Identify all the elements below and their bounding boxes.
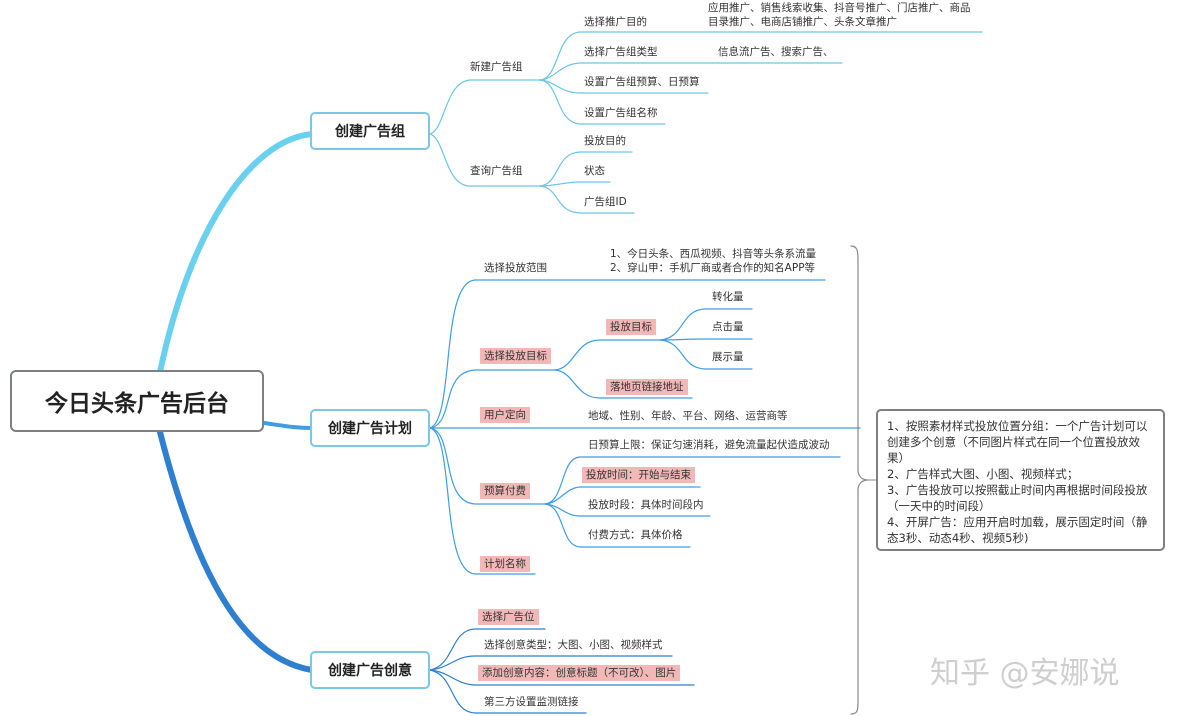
- node-create-ad-group[interactable]: 创建广告组: [310, 112, 430, 150]
- purpose-detail-line1: 应用推广、销售线索收集、抖音号推广、门店推广、商品: [708, 2, 971, 14]
- note-line-3: 3、广告投放可以按照截止时间内再根据时间段投放（一天中的时间段）: [887, 483, 1148, 513]
- note-line-2: 2、广告样式大图、小图、视频样式；: [887, 467, 1079, 481]
- node-query-purpose[interactable]: 投放目的: [584, 135, 626, 147]
- node-query-group-id[interactable]: 广告组ID: [584, 196, 627, 208]
- note-line-1: 1、按照素材样式投放位置分组：一个广告计划可以创建多个创意（不同图片样式在同一个…: [887, 419, 1148, 465]
- node-daily-cap[interactable]: 日预算上限：保证匀速消耗，避免流量起伏造成波动: [588, 439, 830, 451]
- node-select-scope[interactable]: 选择投放范围: [484, 262, 547, 274]
- node-new-ad-group[interactable]: 新建广告组: [470, 61, 523, 73]
- node-schedule[interactable]: 投放时间：开始与结束: [582, 467, 695, 483]
- node-add-content[interactable]: 添加创意内容：创意标题（不可改）、图片: [478, 665, 681, 681]
- node-set-budget[interactable]: 设置广告组预算、日预算: [584, 76, 700, 88]
- scope-detail-line1: 1、今日头条、西瓜视频、抖音等头条系流量: [610, 248, 817, 260]
- node-audience[interactable]: 用户定向: [480, 407, 530, 423]
- summary-note[interactable]: 1、按照素材样式投放位置分组：一个广告计划可以创建多个创意（不同图片样式在同一个…: [876, 409, 1165, 551]
- node-select-position[interactable]: 选择广告位: [478, 609, 539, 625]
- node-plan-name[interactable]: 计划名称: [480, 556, 530, 572]
- purpose-detail-line2: 目录推广、电商店铺推广、头条文章推广: [708, 16, 897, 28]
- note-line-4: 4、开屏广告：应用开启时加载，展示固定时间（静态3秒、动态4秒、视频5秒): [887, 515, 1148, 545]
- node-impressions[interactable]: 展示量: [712, 351, 744, 363]
- group-type-detail: 信息流广告、搜索广告、: [718, 46, 834, 58]
- node-create-ad-creative[interactable]: 创建广告创意: [310, 651, 430, 689]
- node-query-ad-group[interactable]: 查询广告组: [470, 165, 523, 177]
- node-monitor-link[interactable]: 第三方设置监测链接: [484, 696, 579, 708]
- audience-detail: 地域、性别、年龄、平台、网络、运营商等: [588, 410, 788, 422]
- node-pay-method[interactable]: 付费方式：具体价格: [588, 529, 683, 541]
- node-query-status[interactable]: 状态: [584, 165, 605, 177]
- watermark: 知乎 @安娜说: [930, 656, 1120, 691]
- node-landing-url[interactable]: 落地页链接地址: [606, 379, 688, 395]
- node-time-period[interactable]: 投放时段：具体时间段内: [588, 499, 704, 511]
- node-create-ad-plan[interactable]: 创建广告计划: [310, 409, 430, 447]
- node-set-group-name[interactable]: 设置广告组名称: [584, 107, 658, 119]
- node-select-group-type[interactable]: 选择广告组类型: [584, 46, 658, 58]
- node-creative-type[interactable]: 选择创意类型：大图、小图、视频样式: [484, 639, 663, 651]
- node-clicks[interactable]: 点击量: [712, 321, 744, 333]
- node-conversion[interactable]: 转化量: [712, 291, 744, 303]
- node-select-goal[interactable]: 选择投放目标: [480, 348, 551, 364]
- root-node[interactable]: 今日头条广告后台: [10, 370, 264, 432]
- node-budget-pay[interactable]: 预算付费: [480, 483, 530, 499]
- scope-detail-line2: 2、穿山甲：手机厂商或者合作的知名APP等: [610, 262, 816, 274]
- node-target[interactable]: 投放目标: [606, 319, 656, 335]
- node-select-purpose[interactable]: 选择推广目的: [584, 16, 647, 28]
